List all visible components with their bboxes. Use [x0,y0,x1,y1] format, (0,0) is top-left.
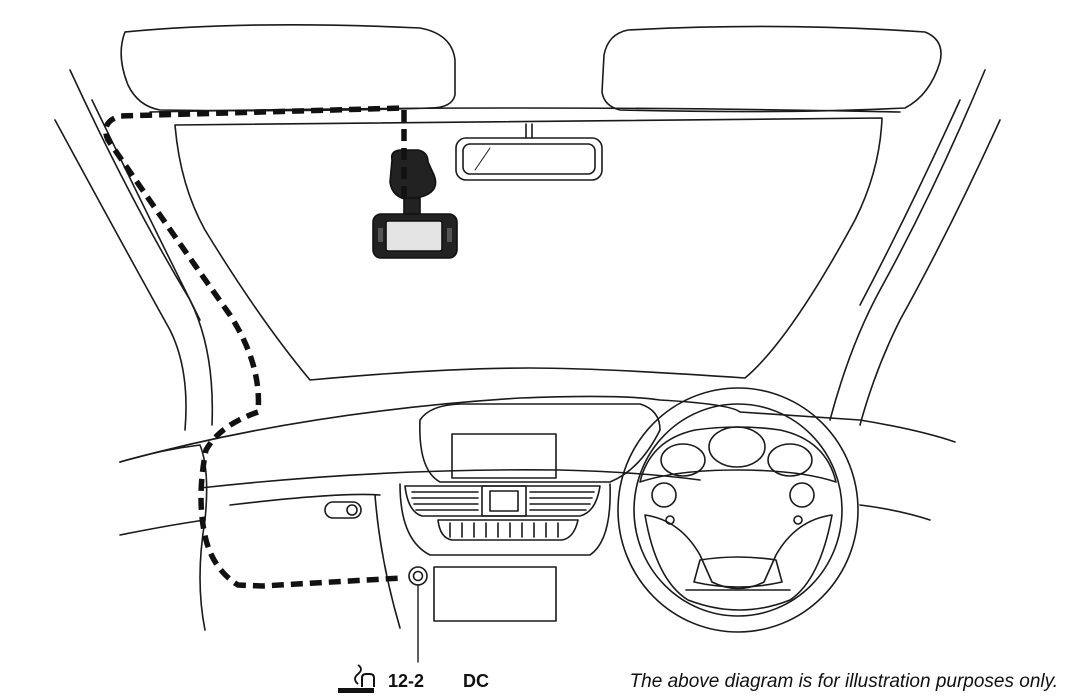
steering-wheel [617,387,859,633]
glovebox-handle [324,501,362,519]
illustration-disclaimer: The above diagram is for illustration pu… [629,671,1058,692]
left-door-line [119,519,206,536]
right-gauge [767,443,813,477]
suction-mount [389,149,437,201]
center-gauge [708,426,766,468]
power-cable-route [103,105,407,589]
cigarette-lighter-icon [338,664,375,693]
center-console-frame [399,483,611,556]
dash-camera-screen [385,220,443,252]
center-air-vent [404,485,601,517]
glovebox-right-line [374,494,401,629]
right-sun-visor [601,25,942,113]
left-gauge [660,443,706,477]
socket-type-label: DC [463,671,489,691]
lower-storage-panel [433,566,557,622]
power-socket [408,566,428,663]
dashboard-right-edge [859,504,931,521]
rear-view-mirror [455,123,603,181]
left-a-pillar [54,69,214,431]
center-console-hood [419,403,661,483]
left-sun-visor [120,24,456,112]
dash-camera [372,149,458,259]
dashboard-left-curve [119,444,208,631]
navigation-screen [451,433,557,479]
dashboard-lower-edge [199,469,701,489]
glovebox-top-line [229,493,381,506]
windshield [174,117,883,381]
socket-voltage-label: 12-2 [388,671,425,691]
right-a-pillar [829,69,1001,426]
lower-control-strip [437,519,579,541]
dashboard-top [119,395,956,463]
